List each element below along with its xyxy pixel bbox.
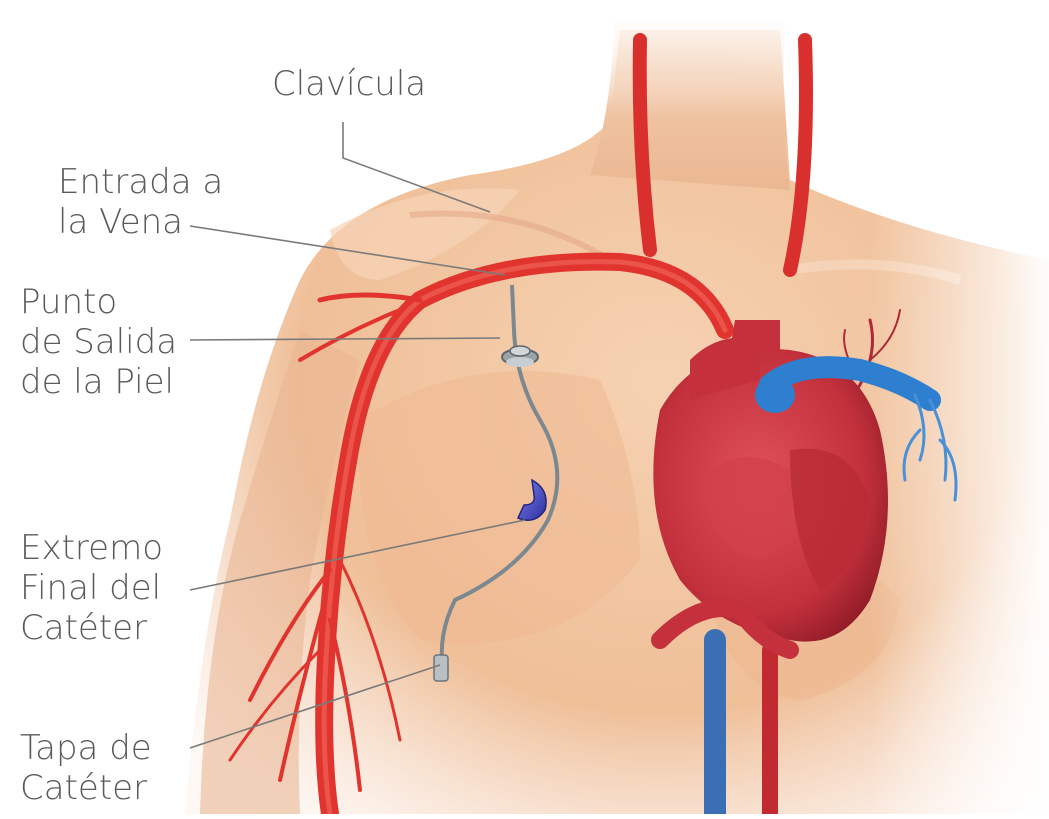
label-catheter-end-line-1: Extremo: [20, 528, 163, 568]
label-clavicle: Clavícula: [272, 64, 426, 104]
label-vein-entry: Entrada a la Vena: [58, 162, 223, 242]
label-clavicle-line-1: Clavícula: [272, 64, 426, 104]
label-catheter-cap-line-1: Tapa de: [20, 728, 152, 768]
label-catheter-end: Extremo Final del Catéter: [20, 528, 163, 648]
label-exit-point-line-2: de Salida: [20, 322, 177, 362]
label-catheter-cap: Tapa de Catéter: [20, 728, 152, 808]
label-vein-entry-line-1: Entrada a: [58, 162, 223, 202]
label-catheter-end-line-2: Final del: [20, 568, 163, 608]
label-catheter-cap-line-2: Catéter: [20, 768, 152, 808]
label-vein-entry-line-2: la Vena: [58, 202, 223, 242]
label-exit-point: Punto de Salida de la Piel: [20, 282, 177, 402]
label-exit-point-line-1: Punto: [20, 282, 177, 322]
label-catheter-end-line-3: Catéter: [20, 608, 163, 648]
label-exit-point-line-3: de la Piel: [20, 362, 177, 402]
